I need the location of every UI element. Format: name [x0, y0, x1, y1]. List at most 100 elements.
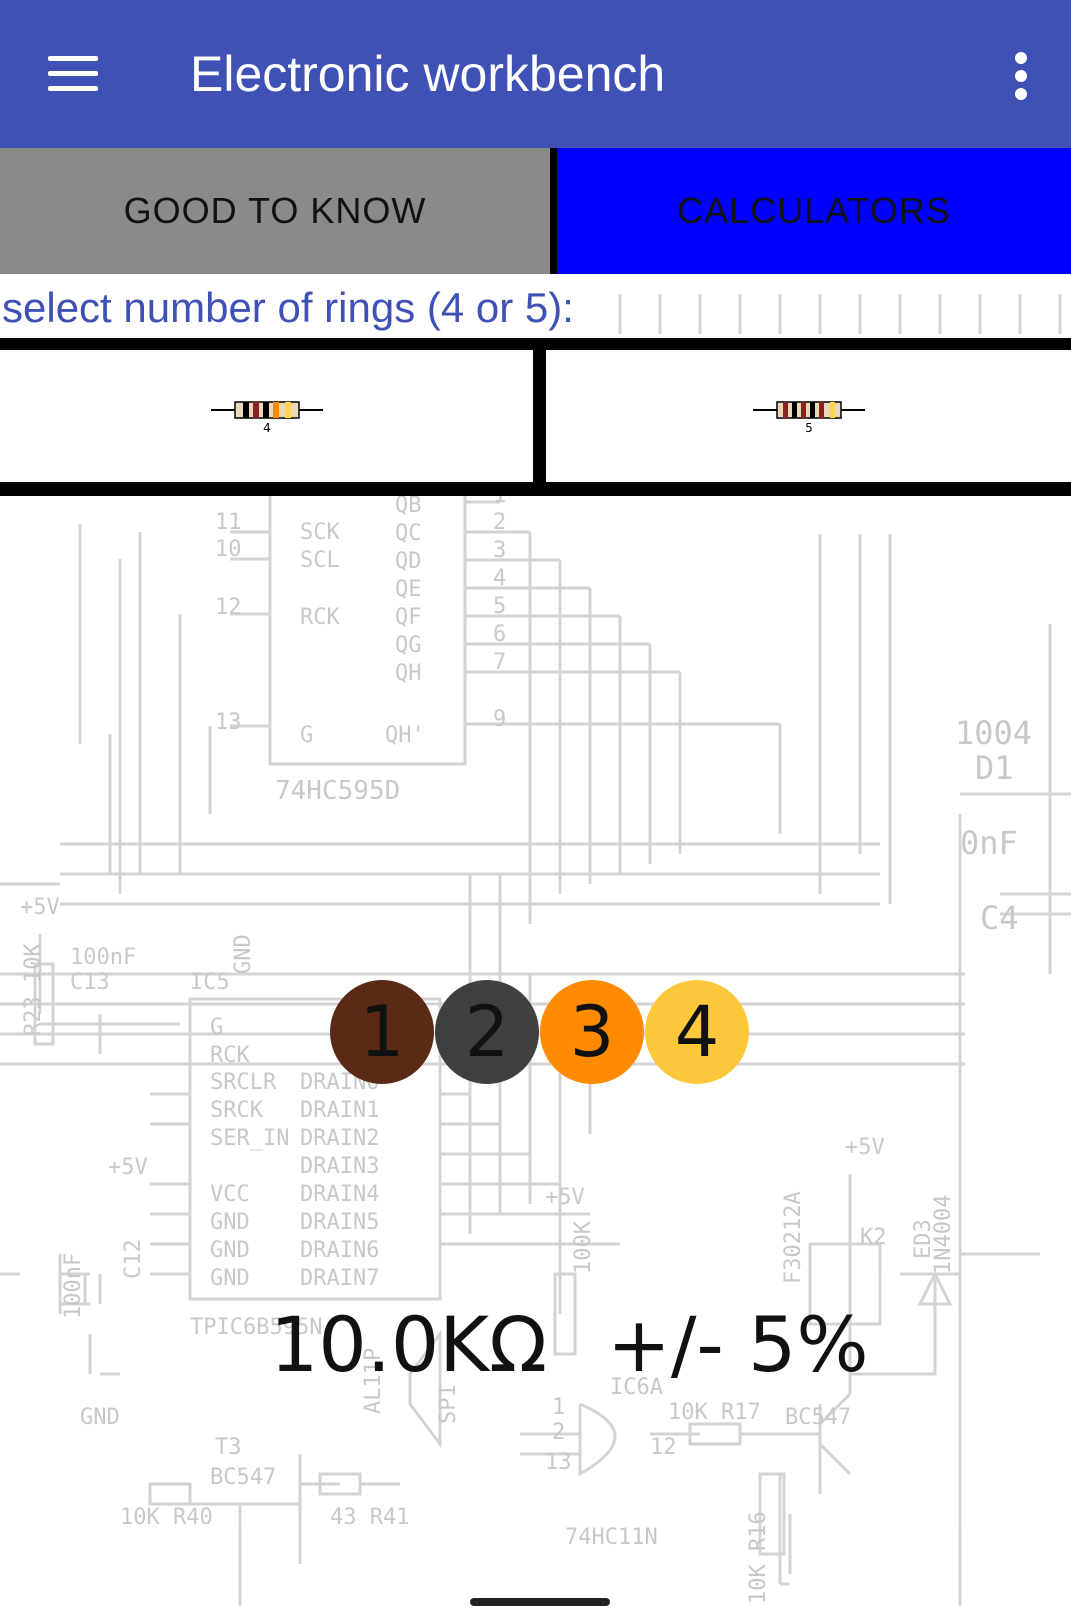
svg-text:12: 12 — [215, 595, 242, 620]
band-4-button[interactable]: 4 — [645, 980, 749, 1084]
five-ring-resistor-button[interactable]: 5 — [546, 350, 1071, 482]
svg-text:D1: D1 — [975, 749, 1014, 787]
svg-text:100nF: 100nF — [70, 945, 136, 970]
svg-text:BC547: BC547 — [785, 1405, 851, 1430]
svg-text:SP1: SP1 — [436, 1384, 461, 1424]
svg-text:AL11P: AL11P — [361, 1348, 386, 1414]
svg-text:R23 10K: R23 10K — [21, 943, 46, 1036]
band-2-button[interactable]: 2 — [435, 980, 539, 1084]
svg-text:2: 2 — [552, 1420, 565, 1445]
svg-text:G: G — [300, 723, 313, 748]
svg-text:DRAIN4: DRAIN4 — [300, 1182, 379, 1207]
svg-text:13: 13 — [215, 710, 242, 735]
svg-text:GND: GND — [210, 1210, 250, 1235]
svg-text:GND: GND — [210, 1266, 250, 1291]
svg-text:RCK: RCK — [300, 605, 340, 630]
app-bar: Electronic workbench — [0, 0, 1071, 148]
svg-text:DRAIN6: DRAIN6 — [300, 1238, 379, 1263]
resistance-result: 10.0KΩ +/- 5% — [270, 1300, 869, 1390]
svg-text:13: 13 — [545, 1450, 572, 1475]
svg-text:SCK: SCK — [300, 520, 340, 545]
svg-text:C12: C12 — [121, 1239, 146, 1279]
svg-text:QC: QC — [395, 521, 422, 546]
svg-text:QE: QE — [395, 577, 422, 602]
tab-good-to-know[interactable]: GOOD TO KNOW — [0, 148, 550, 274]
svg-text:SER_IN: SER_IN — [210, 1126, 289, 1151]
resistance-value: 10.0KΩ — [270, 1300, 548, 1389]
circuit-schematic-background: 11 10 12 13 SCK SCL RCK G QB QC QD QE QF… — [0, 294, 1071, 1606]
svg-text:43 R41: 43 R41 — [330, 1505, 409, 1530]
svg-text:6: 6 — [493, 622, 506, 647]
svg-text:9: 9 — [493, 707, 506, 732]
svg-text:RCK: RCK — [210, 1043, 250, 1068]
tolerance-value: +/- 5% — [607, 1300, 869, 1389]
svg-text:IC6A: IC6A — [610, 1375, 663, 1400]
svg-text:100K: 100K — [571, 1220, 596, 1274]
svg-text:+5V: +5V — [545, 1185, 585, 1210]
resistor-4-icon: 4 — [210, 401, 323, 435]
svg-text:DRAIN2: DRAIN2 — [300, 1126, 379, 1151]
svg-text:QD: QD — [395, 549, 422, 574]
svg-text:QG: QG — [395, 633, 422, 658]
svg-text:GND: GND — [80, 1405, 120, 1430]
ring-selector: 4 5 — [0, 338, 1071, 496]
color-band-selector: 1 2 3 4 — [330, 980, 750, 1084]
svg-text:GND: GND — [210, 1238, 250, 1263]
svg-text:VCC: VCC — [210, 1182, 250, 1207]
svg-text:F30212A: F30212A — [781, 1191, 806, 1284]
svg-text:5: 5 — [493, 594, 506, 619]
svg-text:1N4004: 1N4004 — [931, 1195, 956, 1274]
svg-text:QF: QF — [395, 605, 422, 630]
svg-text:SCL: SCL — [300, 548, 340, 573]
svg-text:10K R16: 10K R16 — [746, 1511, 771, 1604]
svg-text:DRAIN3: DRAIN3 — [300, 1154, 379, 1179]
svg-text:74HC11N: 74HC11N — [565, 1525, 658, 1550]
svg-text:100nF: 100nF — [61, 1253, 86, 1319]
resistor-4-label: 4 — [263, 421, 271, 435]
app-title: Electronic workbench — [190, 46, 666, 102]
hamburger-menu-icon[interactable] — [48, 56, 98, 92]
svg-text:SRCK: SRCK — [210, 1098, 264, 1123]
svg-text:QB: QB — [395, 493, 422, 518]
svg-text:0nF: 0nF — [960, 824, 1018, 862]
tab-divider — [550, 148, 557, 274]
tab-calculators[interactable]: CALCULATORS — [557, 148, 1071, 274]
ring-count-prompt: select number of rings (4 or 5): — [2, 284, 574, 331]
svg-text:DRAIN1: DRAIN1 — [300, 1098, 379, 1123]
svg-text:12: 12 — [650, 1435, 677, 1460]
svg-text:10K R17: 10K R17 — [668, 1400, 761, 1425]
svg-text:BC547: BC547 — [210, 1465, 276, 1490]
svg-text:3: 3 — [493, 538, 506, 563]
svg-text:TPIC6B595N: TPIC6B595N — [190, 1315, 322, 1340]
svg-text:10: 10 — [215, 537, 242, 562]
svg-text:DRAIN5: DRAIN5 — [300, 1210, 379, 1235]
tab-bar: GOOD TO KNOW CALCULATORS — [0, 148, 1071, 274]
svg-text:DRAIN7: DRAIN7 — [300, 1266, 379, 1291]
svg-text:ED3: ED3 — [911, 1219, 936, 1259]
four-ring-resistor-button[interactable]: 4 — [0, 350, 533, 482]
svg-text:10K R40: 10K R40 — [120, 1505, 213, 1530]
svg-text:GND: GND — [231, 934, 256, 974]
svg-text:QH': QH' — [385, 723, 425, 748]
svg-text:+5V: +5V — [845, 1135, 885, 1160]
svg-text:+5V: +5V — [20, 895, 60, 920]
svg-text:+5V: +5V — [108, 1155, 148, 1180]
resistor-5-label: 5 — [805, 421, 813, 435]
band-3-button[interactable]: 3 — [540, 980, 644, 1084]
svg-text:C4: C4 — [980, 899, 1019, 937]
band-1-button[interactable]: 1 — [330, 980, 434, 1084]
svg-text:1004: 1004 — [955, 714, 1032, 752]
svg-text:SRCLR: SRCLR — [210, 1070, 277, 1095]
svg-text:G: G — [210, 1015, 223, 1040]
svg-text:7: 7 — [493, 650, 506, 675]
more-vert-icon[interactable] — [1010, 52, 1034, 102]
home-indicator — [470, 1598, 610, 1606]
resistor-5-icon: 5 — [752, 401, 865, 435]
svg-text:74HC595D: 74HC595D — [275, 776, 400, 806]
svg-text:C13: C13 — [70, 970, 110, 995]
svg-text:QH: QH — [395, 661, 422, 686]
svg-text:4: 4 — [493, 566, 506, 591]
svg-text:2: 2 — [493, 510, 506, 535]
svg-text:IC5: IC5 — [190, 970, 230, 995]
svg-text:T3: T3 — [215, 1435, 242, 1460]
